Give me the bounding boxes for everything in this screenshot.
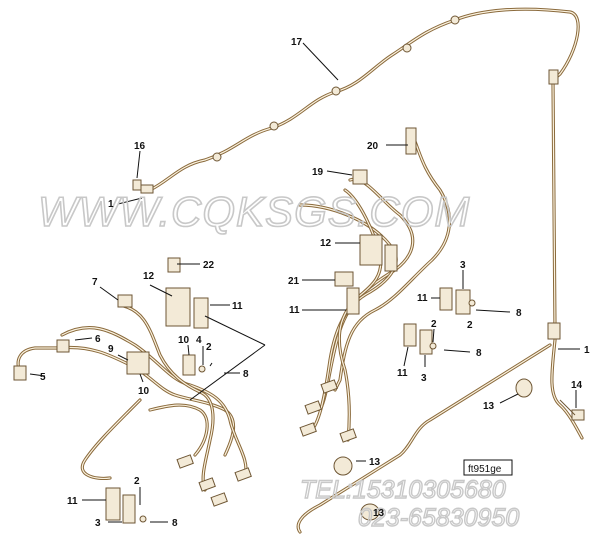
fuel-line-left-e bbox=[80, 398, 142, 481]
clamp-11 bbox=[346, 287, 360, 315]
callout-8-right: 8 bbox=[516, 308, 522, 319]
callout-3-bottom: 3 bbox=[95, 518, 101, 529]
pipe-clip bbox=[269, 121, 279, 131]
watermark-tel: TEL:15310305680 bbox=[300, 476, 506, 504]
fitting-5 bbox=[13, 365, 27, 381]
clamp-11-lower bbox=[403, 323, 417, 347]
callout-21: 21 bbox=[288, 276, 300, 287]
injector-nut bbox=[304, 400, 322, 415]
injector-nut bbox=[210, 492, 228, 507]
pipe-clip bbox=[402, 43, 412, 53]
tee-fitting bbox=[547, 322, 561, 340]
bracket-3 bbox=[455, 289, 471, 315]
pipe-clip bbox=[331, 86, 341, 96]
bracket-3-bottom bbox=[122, 494, 136, 524]
callout-2-right: 2 bbox=[467, 320, 473, 331]
callout-4: 4 bbox=[196, 335, 202, 346]
bracket-21 bbox=[334, 271, 354, 287]
callout-8-left: 8 bbox=[243, 369, 249, 380]
clamp-9 bbox=[126, 351, 150, 375]
nut bbox=[198, 365, 206, 373]
fuel-lines bbox=[16, 7, 584, 534]
injector-nut bbox=[176, 454, 194, 469]
fitting-7 bbox=[117, 294, 133, 308]
figure-ref-label: ft951ge bbox=[468, 464, 502, 475]
callout-10-right: 10 bbox=[178, 335, 190, 346]
callout-1-right: 1 bbox=[584, 345, 590, 356]
pipe-clip bbox=[212, 152, 222, 162]
injector-nut bbox=[198, 477, 216, 492]
bolt-22 bbox=[167, 257, 181, 273]
callout-7: 7 bbox=[92, 277, 98, 288]
fittings bbox=[13, 15, 585, 524]
callout-19: 19 bbox=[312, 167, 324, 178]
callout-2-bottom: 2 bbox=[134, 476, 140, 487]
washer-13-bottom bbox=[333, 456, 353, 476]
fuel-line-left-d bbox=[148, 403, 209, 457]
clamp-11-left bbox=[193, 297, 209, 329]
callout-13-bottom: 13 bbox=[369, 457, 381, 468]
nut bbox=[468, 299, 476, 307]
callout-2-right-b: 2 bbox=[431, 319, 437, 330]
callout-2-left: 2 bbox=[206, 342, 212, 353]
top-right-fitting bbox=[548, 69, 559, 85]
bracket-12-left bbox=[165, 287, 191, 327]
callout-8-bottom: 8 bbox=[172, 518, 178, 529]
part-19 bbox=[352, 169, 368, 185]
callout-11-right-c: 11 bbox=[397, 368, 408, 379]
clamp-10 bbox=[182, 354, 196, 376]
washer-13-lower bbox=[360, 503, 380, 521]
callout-1-top: 1 bbox=[108, 199, 114, 210]
nut bbox=[139, 515, 147, 523]
injector-nut bbox=[234, 467, 252, 482]
callout-10-left: 10 bbox=[138, 386, 150, 397]
callout-13-lower: 13 bbox=[373, 508, 385, 519]
callout-11-bottom: 11 bbox=[67, 496, 78, 507]
callout-6: 6 bbox=[95, 334, 101, 345]
injector-nut bbox=[320, 379, 338, 394]
washer-13 bbox=[515, 378, 533, 398]
callout-3-right-b: 3 bbox=[421, 373, 427, 384]
watermark: WWW.CQKSGS.COM TEL:15310305680 023-65830… bbox=[37, 187, 520, 533]
nut bbox=[429, 342, 437, 350]
callout-8-right-b: 8 bbox=[476, 348, 482, 359]
callout-5: 5 bbox=[40, 372, 46, 383]
clamp-11-right bbox=[439, 287, 453, 311]
fitting-6 bbox=[56, 339, 70, 353]
callout-12-left: 12 bbox=[143, 271, 155, 282]
fuel-line-17 bbox=[148, 7, 580, 192]
callout-12-right: 12 bbox=[320, 238, 332, 249]
clamp bbox=[384, 244, 398, 272]
figure-reference: ft951ge bbox=[463, 459, 513, 476]
callout-3-right: 3 bbox=[460, 260, 466, 271]
callout-14: 14 bbox=[571, 380, 583, 391]
fitting-16-body bbox=[140, 184, 154, 194]
callout-20: 20 bbox=[367, 141, 379, 152]
bracket-12 bbox=[359, 234, 383, 266]
fuel-line-7 bbox=[118, 303, 215, 492]
callout-13-right: 13 bbox=[483, 401, 495, 412]
callout-16: 16 bbox=[134, 141, 146, 152]
callout-11-right: 11 bbox=[289, 305, 300, 316]
watermark-phone: 023-65830950 bbox=[358, 504, 519, 532]
watermark-site: WWW.CQKSGS.COM bbox=[38, 188, 470, 235]
bracket-3-lower bbox=[419, 329, 433, 355]
bolt-14 bbox=[571, 409, 585, 421]
part-20 bbox=[405, 127, 417, 155]
clamp-11-bottom bbox=[105, 487, 121, 521]
callout-9: 9 bbox=[108, 344, 114, 355]
callout-11-right-b: 11 bbox=[417, 293, 428, 304]
injector-nut bbox=[299, 422, 317, 437]
callout-11-left: 11 bbox=[232, 301, 243, 312]
pipe-clip bbox=[450, 15, 460, 25]
injector-nut bbox=[339, 428, 357, 443]
callouts: 17 16 1 20 19 12 21 11 11 3 2 8 2 8 11 3… bbox=[40, 37, 590, 529]
callout-17: 17 bbox=[291, 37, 303, 48]
leader-lines bbox=[29, 42, 580, 523]
callout-22: 22 bbox=[203, 260, 215, 271]
